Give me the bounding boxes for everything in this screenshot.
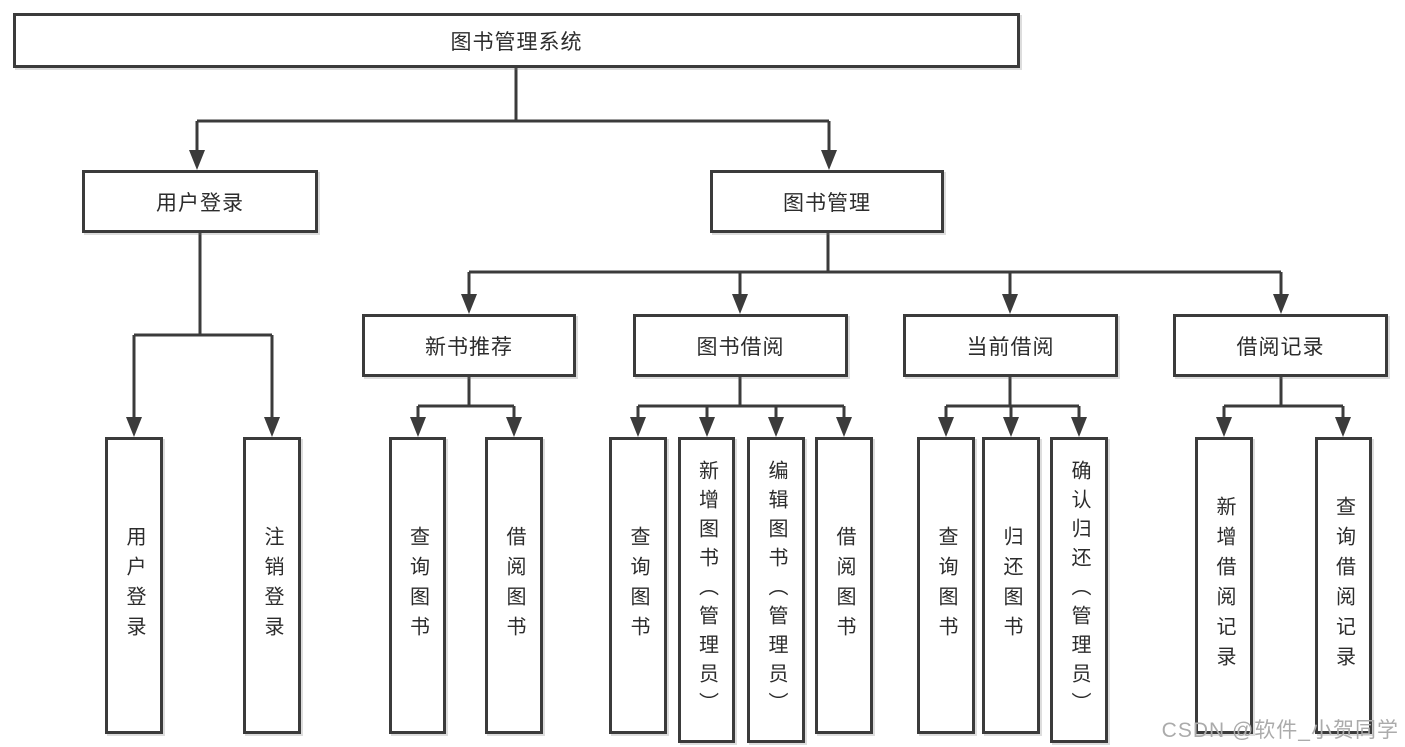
node-label: 查询图书 xyxy=(406,525,429,646)
node-leaf-borrow-books-2: 借阅图书 xyxy=(815,437,873,734)
node-label: 查询图书 xyxy=(627,525,649,646)
connector-current-borrowing-children xyxy=(944,377,1081,419)
node-label: 图书管理 xyxy=(783,191,871,215)
arrow-icon xyxy=(410,417,426,437)
arrowheads xyxy=(126,150,1351,437)
node-label: 查询图书 xyxy=(935,525,957,646)
node-root-library-system: 图书管理系统 xyxy=(13,13,1020,68)
node-label: 借阅记录 xyxy=(1236,335,1325,359)
node-label: 当前借阅 xyxy=(966,335,1055,359)
node-leaf-logout: 注销登录 xyxy=(243,437,301,734)
node-label: 用户登录 xyxy=(123,525,145,646)
node-leaf-query-books-3: 查询图书 xyxy=(917,437,975,734)
node-label: 确认归还（管理员） xyxy=(1068,459,1090,721)
node-leaf-confirm-return-admin: 确认归还（管理员） xyxy=(1050,437,1108,743)
node-current-borrowing: 当前借阅 xyxy=(903,314,1118,377)
node-borrowing-records: 借阅记录 xyxy=(1173,314,1388,377)
arrow-icon xyxy=(1273,294,1289,314)
connector-borrowing-records-children xyxy=(1222,377,1345,419)
connector-root-to-level2 xyxy=(195,68,831,152)
connector-book-management-children xyxy=(467,233,1283,296)
node-label: 查询借阅记录 xyxy=(1332,495,1355,676)
arrow-icon xyxy=(821,150,837,170)
node-label: 新书推荐 xyxy=(425,335,513,359)
node-label: 注销登录 xyxy=(261,525,283,646)
arrow-icon xyxy=(699,417,715,437)
arrow-icon xyxy=(938,417,954,437)
node-leaf-query-books-1: 查询图书 xyxy=(389,437,446,734)
connector-new-book-children xyxy=(416,377,516,419)
arrow-icon xyxy=(1071,417,1087,437)
node-label: 图书借阅 xyxy=(696,335,785,359)
node-leaf-query-books-2: 查询图书 xyxy=(609,437,667,734)
arrow-icon xyxy=(1216,417,1232,437)
node-label: 编辑图书（管理员） xyxy=(765,459,787,721)
arrow-icon xyxy=(506,417,522,437)
node-leaf-add-books-admin: 新增图书（管理员） xyxy=(678,437,735,743)
arrow-icon xyxy=(1335,417,1351,437)
node-label: 归还图书 xyxy=(1000,525,1022,646)
node-label: 图书管理系统 xyxy=(450,30,583,54)
node-new-book-recommend: 新书推荐 xyxy=(362,314,576,377)
node-user-login: 用户登录 xyxy=(82,170,318,233)
arrow-icon xyxy=(768,417,784,437)
node-label: 新增借阅记录 xyxy=(1213,495,1235,676)
arrow-icon xyxy=(732,294,748,314)
connector-book-borrowing-children xyxy=(636,377,846,419)
node-book-management: 图书管理 xyxy=(710,170,944,233)
arrow-icon xyxy=(126,417,142,437)
arrow-icon xyxy=(836,417,852,437)
arrow-icon xyxy=(189,150,205,170)
node-leaf-add-borrow-record: 新增借阅记录 xyxy=(1195,437,1253,734)
arrow-icon xyxy=(461,294,477,314)
connector-user-login-children xyxy=(132,233,274,419)
node-label: 用户登录 xyxy=(156,191,244,215)
csdn-watermark: CSDN @软件_小贺同学 xyxy=(1161,719,1399,742)
arrow-icon xyxy=(1003,417,1019,437)
arrow-icon xyxy=(630,417,646,437)
node-label: 借阅图书 xyxy=(833,525,855,646)
node-leaf-edit-books-admin: 编辑图书（管理员） xyxy=(747,437,805,743)
node-label: 新增图书（管理员） xyxy=(695,459,718,721)
node-book-borrowing: 图书借阅 xyxy=(633,314,848,377)
arrow-icon xyxy=(1002,294,1018,314)
node-leaf-return-books: 归还图书 xyxy=(982,437,1040,734)
arrow-icon xyxy=(264,417,280,437)
node-leaf-query-borrow-record: 查询借阅记录 xyxy=(1315,437,1372,734)
node-leaf-user-login: 用户登录 xyxy=(105,437,163,734)
node-label: 借阅图书 xyxy=(503,525,525,646)
node-leaf-borrow-books-1: 借阅图书 xyxy=(485,437,543,734)
